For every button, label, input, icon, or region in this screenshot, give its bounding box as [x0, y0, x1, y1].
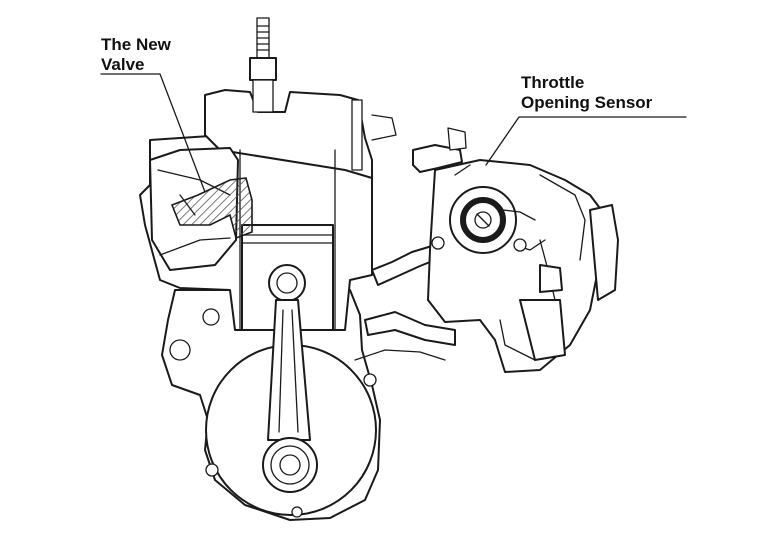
crankcase-boss-left: [169, 339, 191, 361]
crankcase-boss-upper: [202, 308, 220, 326]
leader-line-new-valve: [100, 73, 206, 193]
throttle-bracket-top: [412, 144, 463, 173]
spark-plug: [249, 17, 277, 113]
piston-rings: [241, 234, 334, 244]
new-valve-label-line-2: Valve: [101, 55, 145, 74]
new-valve-label: The New Valve: [101, 35, 171, 75]
valve-pivot: [179, 194, 196, 216]
throttle-linkage-pivot-right: [513, 238, 527, 252]
exhaust-stud-right: [351, 99, 363, 171]
piston-pin-inner: [276, 272, 298, 294]
head-bracket-right: [371, 114, 397, 141]
new-valve: [170, 177, 253, 240]
throttle-lower-block: [519, 299, 566, 361]
throttle-connector: [539, 264, 563, 293]
crankcase-bolt-left: [205, 463, 219, 477]
throttle-sensor-slot: [476, 213, 490, 227]
new-valve-label-line-1: The New: [101, 35, 171, 54]
leader-line-throttle-sensor: [485, 116, 687, 166]
throttle-housing-outline: [454, 164, 586, 361]
throttle-linkage-pivot-left: [431, 236, 445, 250]
hose-lower: [364, 311, 456, 346]
hose-lower-2: [354, 349, 446, 361]
throttle-cable-fitting: [447, 127, 467, 151]
connecting-rod: [267, 299, 311, 441]
crankcase-bolt-right: [363, 373, 377, 387]
crank-pin-inner: [279, 454, 301, 476]
throttle-sensor-label-line-1: Throttle: [521, 73, 585, 92]
throttle-inlet: [589, 204, 619, 301]
throttle-sensor-label: Throttle Opening Sensor: [521, 73, 652, 113]
cylinder-head-top: [204, 89, 373, 179]
connecting-rod-web: [278, 309, 299, 433]
crankcase-bolt-bottom: [291, 506, 303, 518]
throttle-sensor-label-line-2: Opening Sensor: [521, 93, 653, 112]
